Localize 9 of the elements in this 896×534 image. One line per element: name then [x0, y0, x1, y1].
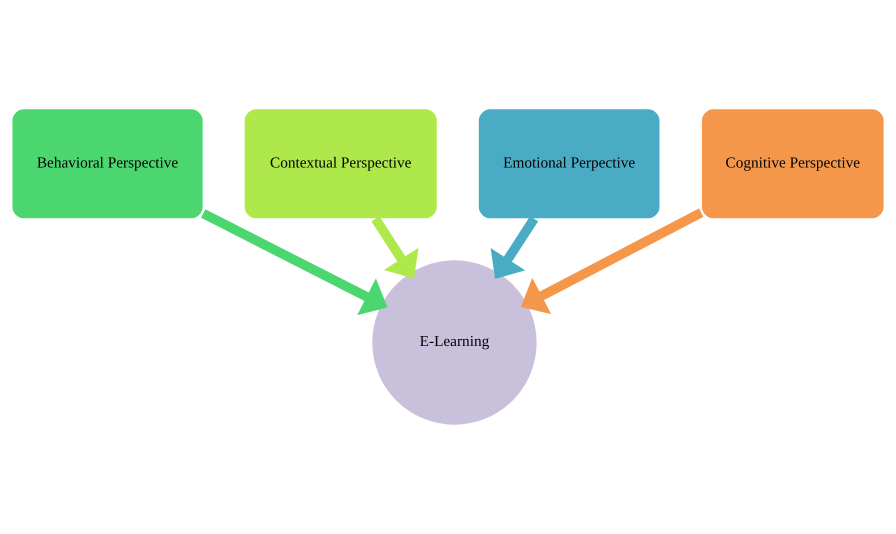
node-box: Contextual Perspective — [244, 108, 438, 220]
arrow — [371, 216, 419, 279]
node-box: Emotional Perpective — [478, 108, 660, 220]
arrow — [520, 208, 704, 314]
node-circle: E-Learning — [371, 259, 538, 426]
node-box: Cognitive Perspective — [701, 108, 885, 220]
arrow — [201, 209, 388, 316]
arrow — [490, 216, 538, 279]
node-box: Behavioral Perspective — [11, 108, 204, 220]
